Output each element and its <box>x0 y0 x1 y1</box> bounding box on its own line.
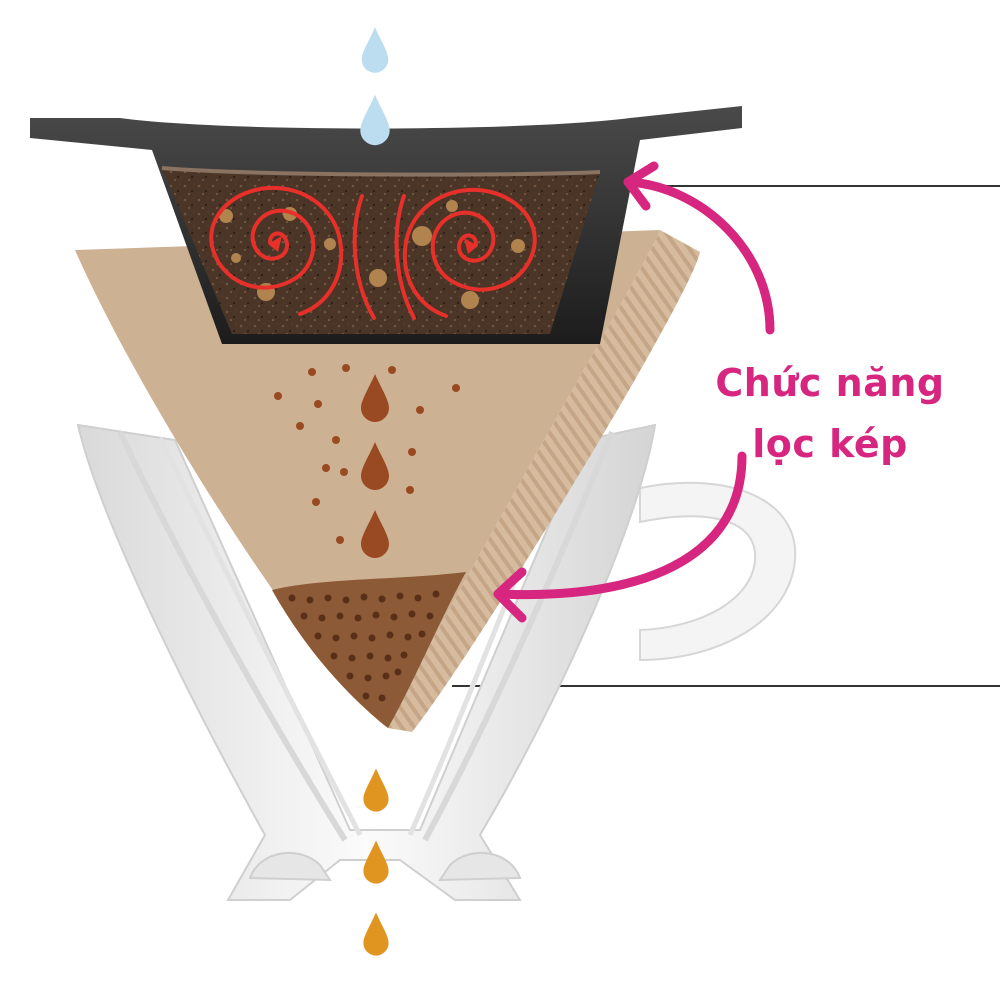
paper-filter <box>75 230 700 732</box>
paper-filter-dots <box>274 364 460 544</box>
paper-filter-grounds <box>288 590 440 702</box>
dripper-body <box>76 423 797 901</box>
annotation-label-line-2: lọc kép <box>752 422 908 466</box>
brewed-drop-icon <box>363 768 389 956</box>
metal-filter <box>30 106 742 344</box>
metal-filter-particles <box>219 200 525 309</box>
water-drop-icon <box>360 27 390 146</box>
curved-arrow-icon <box>493 161 775 623</box>
annotation-label-line-1: Chức năng <box>715 361 945 405</box>
swirl-arrowheads <box>268 236 478 254</box>
swirl-icon <box>209 185 537 320</box>
